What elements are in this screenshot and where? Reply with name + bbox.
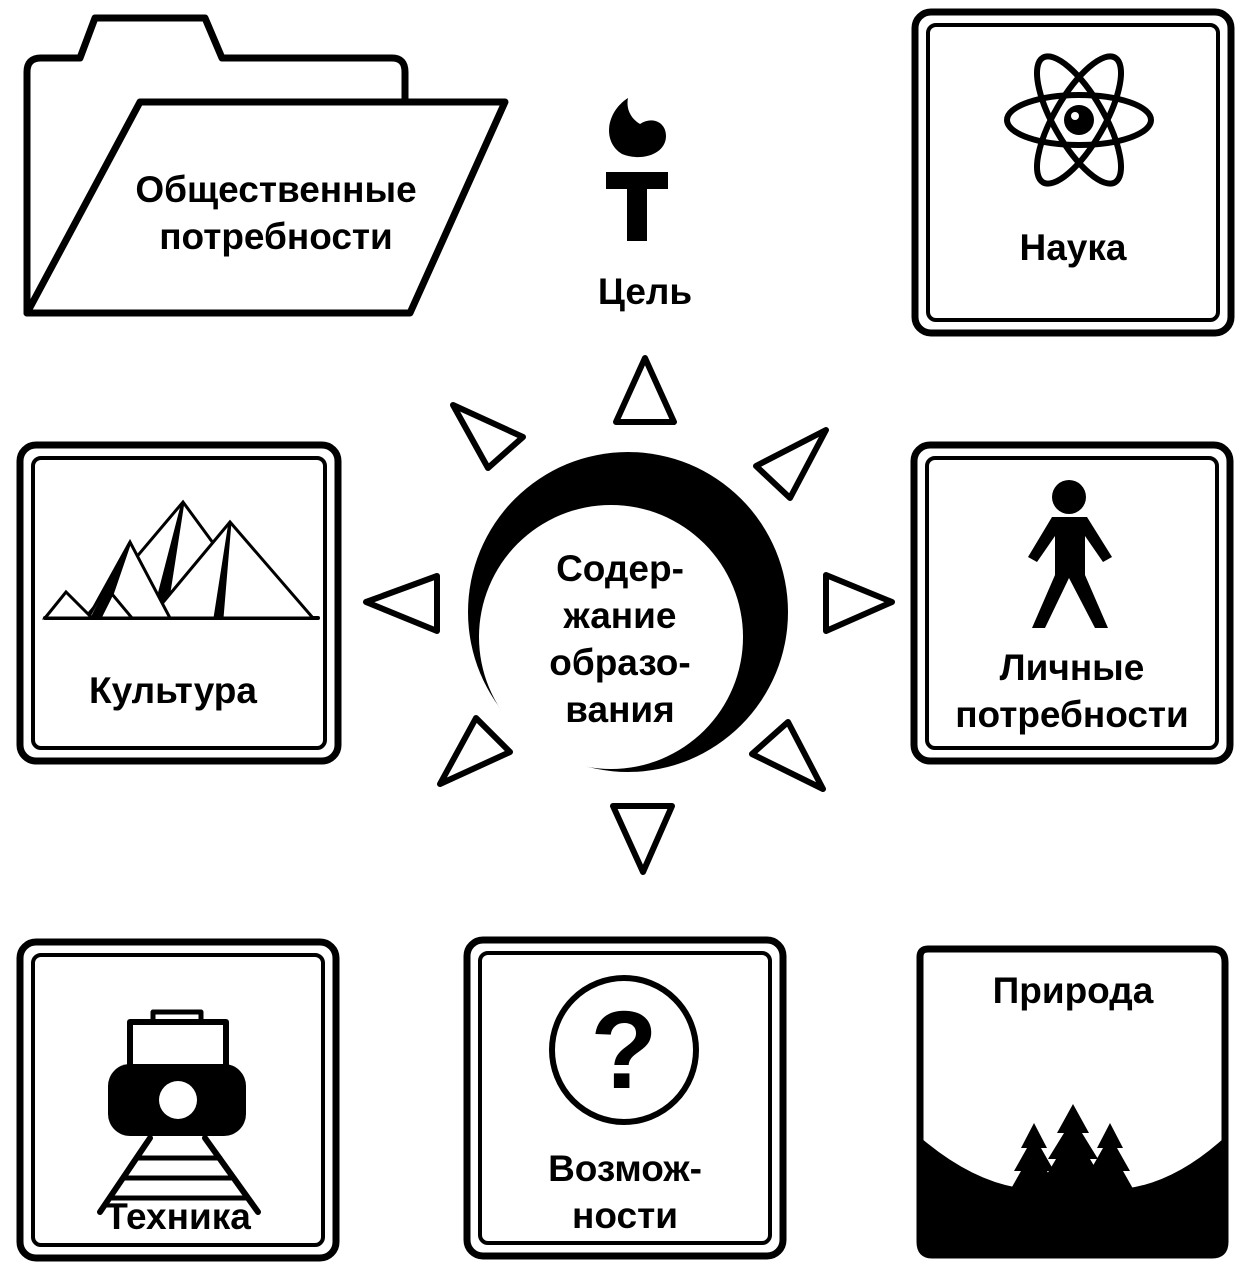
- possibilities-frame: [463, 936, 787, 1260]
- arrow-up: [613, 355, 677, 425]
- label-line: Техника: [105, 1196, 251, 1237]
- arrow-left: [363, 573, 440, 634]
- arrow-right: [823, 572, 895, 634]
- arrow-down-right: [749, 719, 826, 792]
- personal-needs-frame: [910, 441, 1234, 765]
- arrow-down: [610, 803, 675, 875]
- label-line: жание: [563, 595, 677, 636]
- person-icon: [1028, 480, 1112, 628]
- folder-icon: [23, 14, 509, 317]
- arrow-up-left: [450, 402, 526, 471]
- science-frame: [911, 8, 1235, 337]
- label-goal: Цель: [545, 268, 745, 315]
- label-line: ности: [572, 1195, 678, 1236]
- question-icon: [549, 975, 699, 1125]
- label-line: Общественные: [135, 169, 417, 210]
- label-center: Содер- жание образо- вания: [510, 545, 730, 733]
- label-line: потребности: [955, 694, 1189, 735]
- forest-icon: [921, 1104, 1224, 1256]
- label-line: Наука: [1019, 227, 1127, 268]
- torch-icon: [606, 98, 668, 241]
- culture-frame: [16, 441, 342, 765]
- pyramids-icon: [41, 499, 320, 620]
- arrow-up-right: [753, 427, 829, 501]
- question-mark-glyph: ?: [590, 989, 657, 1112]
- label-line: Культура: [89, 670, 257, 711]
- label-line: образо-: [549, 642, 691, 683]
- center-crescent: [468, 452, 788, 772]
- label-line: потребности: [159, 216, 393, 257]
- label-line: Природа: [992, 970, 1154, 1011]
- label-line: вания: [565, 689, 675, 730]
- label-science: Наука: [928, 224, 1218, 271]
- label-line: Возмож-: [548, 1148, 702, 1189]
- label-culture: Культура: [33, 667, 313, 714]
- arrow-down-left: [437, 715, 513, 787]
- label-line: Содер-: [556, 548, 684, 589]
- label-social-needs: Общественные потребности: [96, 166, 456, 260]
- label-line: Личные: [999, 647, 1145, 688]
- label-nature: Природа: [928, 967, 1218, 1014]
- atom-icon: [1004, 53, 1154, 187]
- label-possibilities: Возмож- ности: [480, 1145, 770, 1239]
- label-line: Цель: [597, 271, 693, 312]
- label-technology: Техника: [33, 1193, 323, 1240]
- label-personal-needs: Личные потребности: [927, 644, 1217, 738]
- train-icon: [97, 1009, 261, 1215]
- technology-frame: [16, 938, 340, 1262]
